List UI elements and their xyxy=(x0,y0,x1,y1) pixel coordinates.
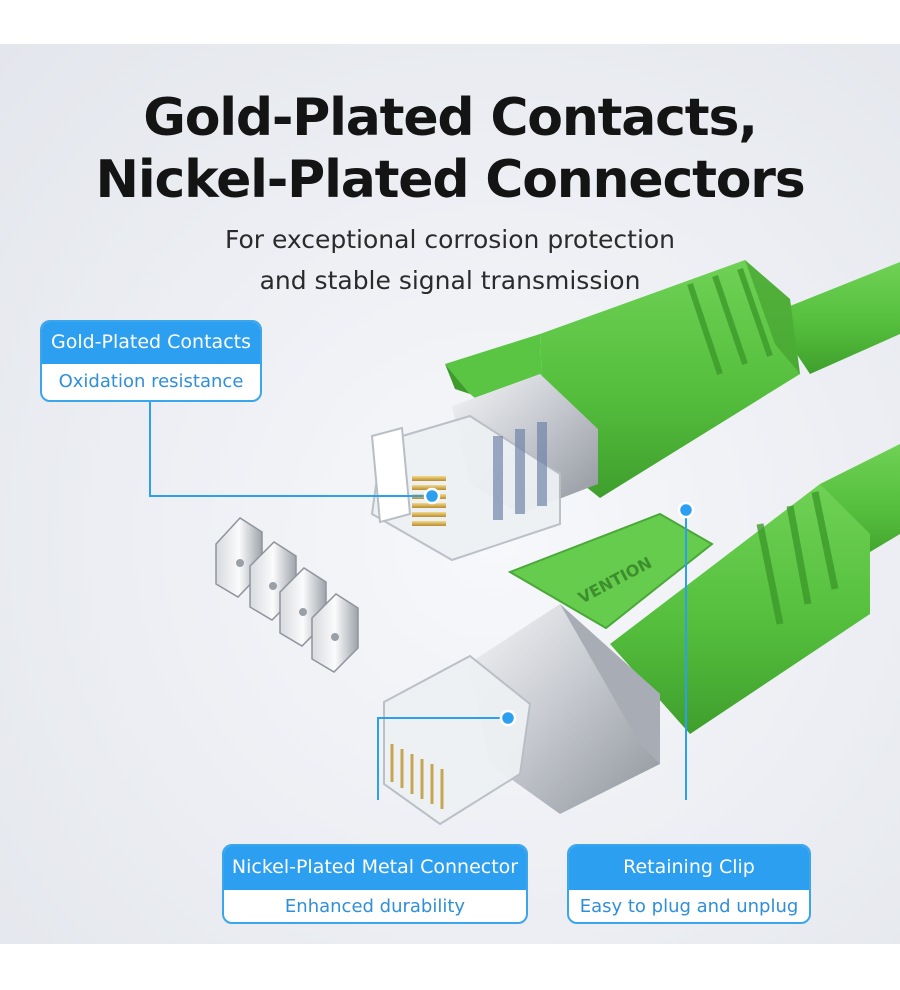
headline-line-2: Nickel-Plated Connectors xyxy=(95,150,806,210)
retaining-clip-marker xyxy=(677,501,695,519)
retaining-clip-heading: Retaining Clip xyxy=(569,846,809,890)
leader-lines xyxy=(149,358,687,800)
gold-contacts-callout: Gold-Plated Contacts Oxidation resistanc… xyxy=(40,320,262,402)
product-panel: VENTION Gold-Plated Contacts xyxy=(0,44,900,944)
subheadline-line-2: and stable signal transmission xyxy=(259,266,641,295)
gold-contacts-detail: Oxidation resistance xyxy=(58,371,244,392)
gold-contacts-heading: Gold-Plated Contacts xyxy=(42,322,260,364)
gold-contact-marker xyxy=(423,487,441,505)
nickel-connector-callout: Nickel-Plated Metal Connector Enhanced d… xyxy=(222,844,528,924)
retaining-clip-callout: Retaining Clip Easy to plug and unplug xyxy=(567,844,811,924)
subheadline-line-1: For exceptional corrosion protection xyxy=(224,225,676,254)
nickel-connector-detail: Enhanced durability xyxy=(284,896,466,917)
metal-connector-marker xyxy=(499,709,517,727)
lower-cable: VENTION xyxy=(383,444,900,826)
headline-line-1: Gold-Plated Contacts, xyxy=(143,88,758,148)
nickel-connector-heading: Nickel-Plated Metal Connector xyxy=(224,846,526,890)
loose-contacts xyxy=(215,517,359,673)
upper-cable xyxy=(370,260,900,562)
retaining-clip-detail: Easy to plug and unplug xyxy=(579,896,799,917)
cable-illustration: VENTION xyxy=(149,260,900,826)
